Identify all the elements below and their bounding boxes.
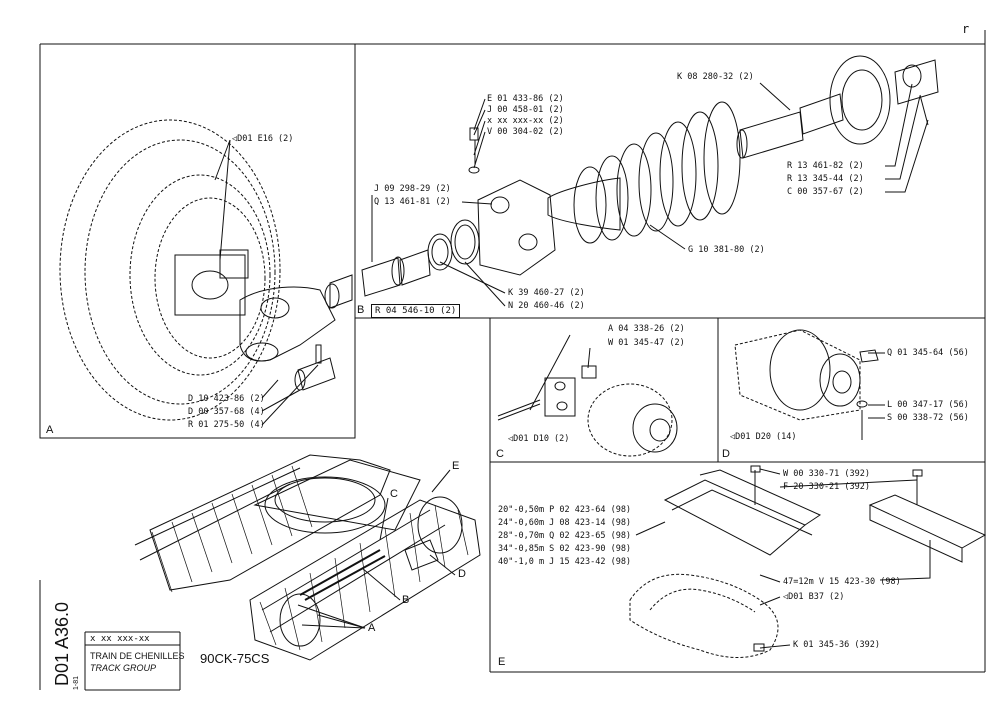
label-a-roll-pin: R 01 275-50 (4) [188, 420, 265, 430]
panel-letter-b: B [357, 304, 365, 316]
label-d-washer: L 00 347-17 (56) [887, 400, 969, 410]
label-d-bolt: S 00 338-72 (56) [887, 413, 969, 423]
panel-letter-a: A [46, 424, 54, 436]
tension-rod-drawing [736, 55, 939, 159]
track-shoe-drawing [663, 465, 822, 556]
label-d-roller-group: ◁D01 D20 (14) [730, 432, 797, 442]
overview-callout-a: A [368, 622, 376, 634]
label-e-shoe-bolt: W 00 330-71 (392) [783, 469, 870, 479]
panel-b-assembly-ref: R 04 546-10 (2) [371, 304, 461, 318]
sleeve-bushing-drawing [361, 249, 431, 297]
label-c-nut: W 01 345-47 (2) [608, 338, 685, 348]
idler-wheel-drawing [59, 119, 281, 421]
label-b-bushing: J 09 298-29 (2) [374, 184, 451, 194]
seal-rings-drawing [427, 219, 480, 271]
label-b-grease-fitting: E 01 433-86 (2) [487, 94, 564, 104]
overview-callout-c: C [390, 488, 398, 500]
track-roller-d-drawing [734, 329, 885, 440]
shoe-table-row-3: 28"-0,70m Q 02 423-65 (98) [498, 531, 632, 541]
label-b-nut: R 13 345-44 (2) [787, 174, 864, 184]
label-b-ring: N 20 460-46 (2) [508, 301, 585, 311]
bracket-roller-c-drawing [497, 334, 678, 457]
overview-callout-d: D [458, 568, 466, 580]
track-pad-hatching [151, 465, 469, 651]
panel-letter-c: C [496, 448, 504, 460]
title-french: TRAIN DE CHENILLES [90, 651, 185, 661]
overview-callout-e: E [452, 460, 460, 472]
model-number: 90CK-75CS [200, 651, 270, 666]
label-c-bolt: A 04 338-26 (2) [608, 324, 685, 334]
label-c-roller-group: ◁D01 D10 (2) [508, 434, 570, 444]
label-b-cap: R 13 461-82 (2) [787, 161, 864, 171]
label-b-fitting-1: J 00 458-01 (2) [487, 105, 564, 115]
panel-letter-d: D [722, 448, 730, 460]
label-e-nut: K 01 345-36 (392) [793, 640, 880, 650]
overview-leaders [297, 469, 456, 629]
label-b-rod: K 08 280-32 (2) [677, 72, 754, 82]
shoe-table-row-2: 24"-0,60m J 08 423-14 (98) [498, 518, 632, 528]
label-b-fitting-3: V 00 304-02 (2) [487, 127, 564, 137]
recoil-spring-drawing [547, 101, 741, 244]
label-e-shoe-bolt-2: F 20 330-21 (392) [783, 482, 870, 492]
undercarriage-overview-drawing [134, 454, 481, 661]
shoe-bar-drawing [868, 469, 987, 563]
frame-lines [39, 30, 986, 691]
shoe-table-row-5: 40"-1,0 m J 15 423-42 (98) [498, 557, 632, 567]
idler-bracket-drawing [468, 127, 556, 276]
panel-a-leaders [214, 139, 319, 426]
label-b-seal: K 39 460-27 (2) [508, 288, 585, 298]
label-b-fitting-2: x xx xxx-xx (2) [487, 116, 564, 126]
label-b-bracket: Q 13 461-81 (2) [374, 197, 451, 207]
label-b-spring: G 10 381-80 (2) [688, 245, 765, 255]
label-e-chain: 47=12m V 15 423-30 (98) [783, 577, 901, 587]
panel-b-leaders [371, 82, 929, 307]
label-d-nut: Q 01 345-64 (56) [887, 348, 969, 358]
shoe-table-row-4: 34"-0,85m S 02 423-90 (98) [498, 544, 632, 554]
panel-e-leaders [635, 468, 931, 652]
label-e-chain-group: ◁D01 B37 (2) [783, 592, 845, 602]
revision: 1-81 [73, 675, 80, 690]
title-part-ref: x xx xxx-xx [90, 634, 150, 644]
label-a-idler-group: ◁D01 E16 (2) [232, 134, 294, 144]
track-chain-drawing [629, 573, 779, 658]
label-a-pin: D 00 357-68 (4) [188, 407, 265, 417]
corner-mark: r [962, 22, 970, 36]
idler-hub-drawing [174, 249, 249, 316]
panel-letter-e: E [498, 656, 506, 668]
label-a-yoke: D 10 423-86 (2) [188, 394, 265, 404]
overview-callout-b: B [402, 594, 410, 606]
doc-code: D01 A36.0 [52, 601, 72, 686]
shoe-table-row-1: 20"-0,50m P 02 423-64 (98) [498, 505, 632, 515]
label-b-cotter: C 00 357-67 (2) [787, 187, 864, 197]
title-english: TRACK GROUP [90, 663, 157, 673]
yoke-drawing [239, 274, 353, 391]
